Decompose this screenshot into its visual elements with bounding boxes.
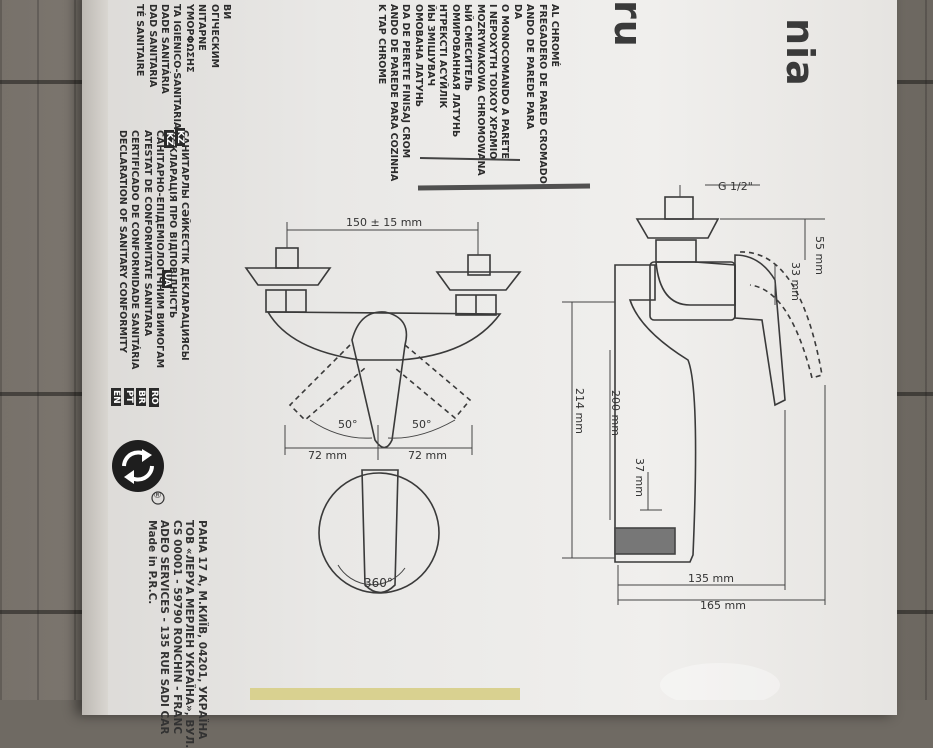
dim-height-214: 214 mm	[573, 388, 586, 434]
dim-depth-55: 55 mm	[813, 236, 826, 275]
dim-inlet-thread: G 1/2"	[718, 180, 753, 193]
front-dimension-lines	[284, 222, 479, 586]
side-elbow	[655, 261, 736, 306]
mixer-body	[266, 311, 502, 361]
dim-angle-left: 50°	[338, 418, 358, 431]
left-escutcheon	[244, 267, 332, 286]
lang-code-kz: KZ	[164, 130, 174, 148]
side-spout	[614, 264, 697, 563]
dim-half-width-right: 72 mm	[408, 449, 447, 462]
side-lever	[734, 254, 786, 407]
dim-rotation: 360°	[364, 576, 393, 590]
ink-mark	[419, 157, 521, 161]
lever-handle	[351, 311, 408, 449]
lang-code-br-badge: BR	[136, 388, 146, 406]
side-nut	[655, 239, 697, 263]
right-inlet-top	[467, 254, 491, 276]
side-dimension-lines	[562, 184, 826, 605]
registered-mark-icon	[151, 491, 165, 505]
dim-reach-165: 165 mm	[700, 599, 746, 612]
registered-mark: ®	[153, 491, 162, 501]
ink-mark	[417, 183, 591, 191]
side-view	[614, 196, 823, 563]
spout-rotation-circle	[318, 472, 440, 594]
box-side-edge	[82, 0, 108, 715]
recycle-icon	[112, 440, 164, 492]
dim-depth-33: 33 mm	[789, 262, 802, 301]
lang-code-ua-badge: UA	[162, 270, 172, 288]
dim-angle-right: 50°	[412, 418, 432, 431]
lang-code-en-badge: EN	[111, 388, 121, 406]
dim-height-200: 200 mm	[609, 390, 622, 436]
aerator	[614, 527, 676, 555]
lang-code-kz-badge: KZ	[175, 128, 185, 146]
box-print-strip	[250, 688, 520, 700]
tape-reflection	[660, 663, 780, 700]
side-body	[649, 261, 736, 321]
right-escutcheon	[435, 271, 522, 291]
lang-code-ro-badge: RO	[149, 388, 159, 407]
spout-top-view	[361, 469, 399, 594]
dim-center-spacing: 150 ± 15 mm	[346, 216, 423, 229]
dim-aerator-37: 37 mm	[633, 458, 646, 497]
front-view	[244, 247, 522, 594]
side-inlet-thread	[664, 196, 694, 220]
product-box	[82, 0, 897, 715]
left-inlet-top	[275, 247, 299, 269]
technical-drawing	[112, 157, 826, 700]
side-escutcheon	[635, 218, 720, 239]
dim-half-width-left: 72 mm	[308, 449, 347, 462]
lang-code-pt-badge: PT	[124, 388, 134, 405]
dim-reach-135: 135 mm	[688, 572, 734, 585]
